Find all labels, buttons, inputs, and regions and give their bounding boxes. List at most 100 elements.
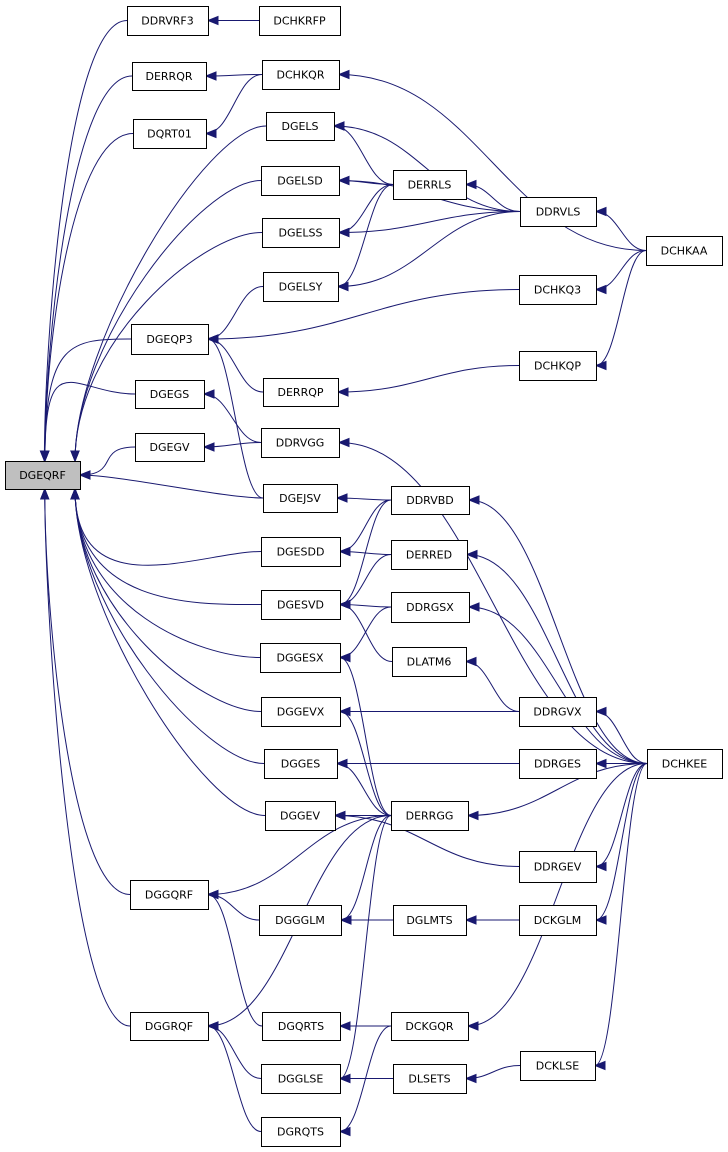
arrowhead-ddrgev <box>594 861 607 872</box>
node-box <box>393 905 467 936</box>
node-ddrgvx[interactable]: DDRGVX <box>519 697 597 727</box>
node-dchkee[interactable]: DCHKEE <box>647 749 723 779</box>
edge-ddrvbd-to-dgesvd <box>339 499 392 605</box>
arrowhead-dggevx <box>338 706 351 717</box>
node-label: DGRQTS <box>277 1126 324 1139</box>
node-dggesx[interactable]: DGGESX <box>260 643 341 673</box>
arrowhead-ddrvgg <box>337 437 350 448</box>
node-dggrqf[interactable]: DGGRQF <box>130 1012 209 1041</box>
node-label: DQRT01 <box>147 128 192 141</box>
node-box <box>391 801 469 831</box>
edge-dgelsd-to-dgeqrf <box>74 180 262 462</box>
node-dgges[interactable]: DGGES <box>264 749 338 779</box>
node-box <box>131 324 209 355</box>
node-dqrt01[interactable]: DQRT01 <box>133 119 207 149</box>
edge-dgges-to-dgeqrf <box>74 488 265 764</box>
node-dcklse[interactable]: DCKLSE <box>520 1051 596 1081</box>
node-dgrqts[interactable]: DGRQTS <box>261 1117 341 1147</box>
node-dgelss[interactable]: DGELSS <box>262 218 340 248</box>
edge-dlatm6-to-dgesvd <box>339 604 393 662</box>
node-dchkqp[interactable]: DCHKQP <box>519 351 597 381</box>
edge-dgelsy-to-dgeqp3 <box>207 286 264 340</box>
node-dchkaa[interactable]: DCHKAA <box>646 236 723 266</box>
node-box <box>261 1064 341 1094</box>
node-ddrgsx[interactable]: DDRGSX <box>391 592 470 623</box>
node-dggglm[interactable]: DGGGLM <box>259 905 342 936</box>
edge-layer <box>39 15 648 1137</box>
node-dckglm[interactable]: DCKGLM <box>519 905 597 936</box>
node-dggqrf[interactable]: DGGQRF <box>130 880 209 910</box>
node-dgeqrf[interactable]: DGEQRF <box>5 461 81 490</box>
node-dchkq3[interactable]: DCHKQ3 <box>519 275 597 305</box>
node-dgelsd[interactable]: DGELSD <box>261 166 340 196</box>
edge-dchkaa-to-dchkqr <box>338 74 647 251</box>
node-dgesdd[interactable]: DGESDD <box>261 537 341 567</box>
node-ddrges[interactable]: DDRGES <box>519 749 597 779</box>
node-dgglse[interactable]: DGGLSE <box>261 1064 341 1094</box>
node-box <box>520 1051 596 1081</box>
arrowhead-dglmts <box>464 915 477 925</box>
node-dggev[interactable]: DGGEV <box>265 801 336 831</box>
arrowhead-derrgg <box>466 810 479 821</box>
edge-dchkq3-to-dgeqp3 <box>207 289 520 340</box>
edge-derrgg-to-dggesx <box>339 657 392 816</box>
edge-derrls-to-dgelsy <box>337 184 394 287</box>
node-ddrgev[interactable]: DDRGEV <box>519 851 597 883</box>
node-dlsets[interactable]: DLSETS <box>393 1064 467 1094</box>
edge-dgesvd-to-dgeqrf <box>74 488 262 606</box>
node-dgqrts[interactable]: DGQRTS <box>262 1012 341 1041</box>
node-derrls[interactable]: DERRLS <box>393 170 467 200</box>
edge-derred-to-dgesvd <box>339 554 392 605</box>
node-ddrvrf3[interactable]: DDRVRF3 <box>127 6 209 36</box>
arrowhead-dggqrf <box>206 889 219 900</box>
node-derrqp[interactable]: DERRQP <box>263 378 339 407</box>
node-dgelsy[interactable]: DGELSY <box>263 272 339 302</box>
node-dgegv[interactable]: DGEGV <box>135 433 205 462</box>
node-dgesvd[interactable]: DGESVD <box>261 590 341 620</box>
node-dgels[interactable]: DGELS <box>266 112 335 141</box>
edge-derrgg-to-dgglse <box>339 815 392 1079</box>
edge-derrqr-to-dgeqrf <box>44 75 133 462</box>
node-dgegs[interactable]: DGEGS <box>135 380 205 409</box>
node-dchkrfp[interactable]: DCHKRFP <box>259 6 341 36</box>
node-label: DGGGLM <box>275 914 325 927</box>
arrowhead-ddrges <box>594 758 607 769</box>
edge-derrgg-to-dggqrf <box>207 815 392 895</box>
arrowhead-dggrqf <box>206 1021 219 1031</box>
node-box <box>647 749 723 779</box>
arrowhead-dgeqrf <box>70 487 80 500</box>
edge-derrgg-to-dggglm <box>340 815 392 921</box>
node-box <box>130 1012 209 1041</box>
node-derrqr[interactable]: DERRQR <box>132 62 207 91</box>
edge-dchkee-to-ddrgsx <box>468 606 648 764</box>
node-box <box>393 1064 467 1094</box>
node-ddrvbd[interactable]: DDRVBD <box>391 486 470 515</box>
node-dckgqr[interactable]: DCKGQR <box>391 1012 469 1041</box>
edge-dgrqts-to-dggrqf <box>207 1025 262 1132</box>
node-derred[interactable]: DERRED <box>391 540 468 570</box>
node-dchkqr[interactable]: DCHKQR <box>262 60 340 90</box>
node-dlatm6[interactable]: DLATM6 <box>392 647 467 677</box>
edge-dgglse-to-dggrqf <box>207 1025 262 1079</box>
node-derrgg[interactable]: DERRGG <box>391 801 469 831</box>
node-dgeqp3[interactable]: DGEQP3 <box>131 324 209 355</box>
node-dggevx[interactable]: DGGEVX <box>261 697 341 727</box>
node-dgejsv[interactable]: DGEJSV <box>263 484 338 513</box>
node-box <box>127 6 209 36</box>
node-box <box>262 60 340 90</box>
arrowhead-dcklse <box>593 1060 606 1071</box>
node-ddrvgg[interactable]: DDRVGG <box>261 428 340 458</box>
edge-dchkqp-to-derrqp <box>337 365 520 393</box>
node-box <box>259 6 341 36</box>
edge-dchkee-to-ddrvgg <box>338 442 648 764</box>
node-ddrvls[interactable]: DDRVLS <box>520 197 597 227</box>
edge-ddrgvx-to-dlatm6 <box>465 661 520 712</box>
node-label: DCHKRFP <box>273 15 326 28</box>
arrowhead-dgeqp3 <box>206 334 219 344</box>
node-dglmts[interactable]: DGLMTS <box>393 905 467 936</box>
node-label: DDRVGG <box>276 437 325 450</box>
arrowhead-dgesvd <box>338 599 351 610</box>
node-label: DGEQRF <box>19 469 66 482</box>
node-box <box>263 378 339 407</box>
